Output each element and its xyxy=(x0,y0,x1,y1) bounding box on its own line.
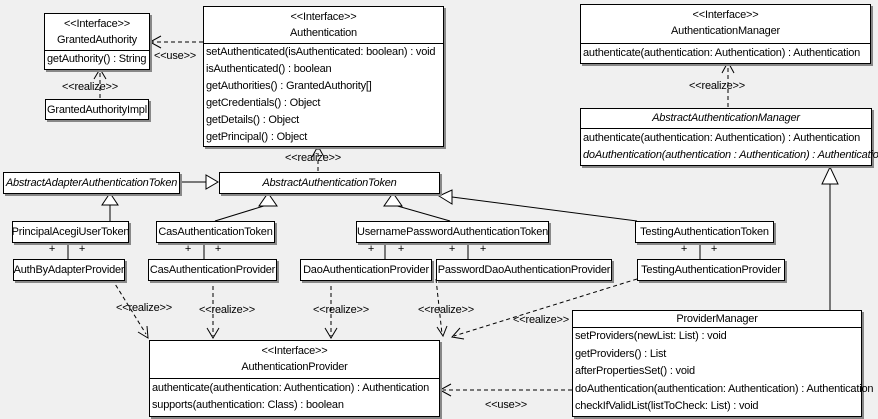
realize-edge-testingauthenticationprovider xyxy=(451,278,638,340)
realize-label: <<realize>> xyxy=(313,304,369,316)
class-principal-acegi-user-token[interactable]: PrincipalAcegiUserToken xyxy=(11,221,130,243)
method-row: doAuthentication(authentication : Authen… xyxy=(583,149,878,161)
class-abstract-authentication-manager[interactable]: AbstractAuthenticationManager authentica… xyxy=(580,108,878,166)
class-password-dao-authentication-provider[interactable]: PasswordDaoAuthenticationProvider xyxy=(436,259,612,281)
multiplicity-plus-label: + xyxy=(680,243,688,255)
method-row: getDetails() : Object xyxy=(206,114,300,126)
realize-edge-passworddaoauthenticationprovider xyxy=(435,278,448,338)
realize-label: <<realize>> xyxy=(116,302,172,314)
realize-label: <<realize>> xyxy=(418,304,474,316)
class-name: CasAuthenticationProvider xyxy=(149,264,276,276)
realize-label: <<realize>> xyxy=(285,152,341,164)
class-header: <<Interface>> GrantedAuthority xyxy=(45,14,149,51)
method-row: checkIfValidList(listToCheck: List) : vo… xyxy=(575,400,759,412)
multiplicity-plus-label: + xyxy=(184,243,192,255)
class-dao-authentication-provider[interactable]: DaoAuthenticationProvider xyxy=(300,259,432,281)
method-row: supports(authentication: Class) : boolea… xyxy=(152,399,344,411)
class-name: AuthenticationManager xyxy=(671,25,780,37)
class-name: DaoAuthenticationProvider xyxy=(303,264,429,276)
stereotype-label: <<Interface>> xyxy=(64,18,130,30)
class-provider-manager[interactable]: ProviderManager setProviders(newList: Li… xyxy=(572,310,874,417)
class-cas-authentication-provider[interactable]: CasAuthenticationProvider xyxy=(148,259,277,281)
use-edge-providermanager-to-authenticationprovider xyxy=(438,383,572,397)
class-name: AbstractAdapterAuthenticationToken xyxy=(5,177,178,189)
class-abstract-adapter-authentication-token[interactable]: AbstractAdapterAuthenticationToken xyxy=(3,172,180,194)
generalization-principal-to-adapter xyxy=(101,192,119,221)
realize-label: <<realize>> xyxy=(513,314,569,326)
class-granted-authority-impl[interactable]: GrantedAuthorityImpl xyxy=(45,99,149,120)
multiplicity-plus-label: + xyxy=(397,243,405,255)
realize-edge-daoauthenticationprovider xyxy=(324,279,338,339)
generalization-providermanager-to-abstractmanager xyxy=(821,165,839,310)
class-auth-by-adapter-provider[interactable]: AuthByAdapterProvider xyxy=(13,259,125,281)
multiplicity-plus-label: + xyxy=(48,243,56,255)
use-label: <<use>> xyxy=(153,50,197,62)
class-header: <<Interface>> AuthenticationManager xyxy=(581,5,870,44)
class-name: TestingAuthenticationProvider xyxy=(641,264,781,276)
method-row: setProviders(newList: List) : void xyxy=(575,330,727,342)
generalization-adapter-to-abstracttoken xyxy=(178,174,219,190)
class-name: AbstractAuthenticationManager xyxy=(581,109,871,129)
method-row: getPrincipal() : Object xyxy=(206,131,308,143)
class-granted-authority[interactable]: <<Interface>> GrantedAuthority getAuthor… xyxy=(44,13,150,70)
multiplicity-plus-label: + xyxy=(479,243,487,255)
class-name: CasAuthenticationToken xyxy=(158,226,273,238)
use-label: <<use>> xyxy=(484,399,528,411)
multiplicity-plus-label: + xyxy=(214,243,222,255)
multiplicity-plus-label: + xyxy=(710,243,718,255)
stereotype-label: <<Interface>> xyxy=(261,345,328,357)
method-row: setAuthenticated(isAuthenticated: boolea… xyxy=(206,46,436,58)
class-authentication-manager[interactable]: <<Interface>> AuthenticationManager auth… xyxy=(580,4,871,64)
class-name: Authentication xyxy=(290,27,357,39)
realize-label: <<realize>> xyxy=(199,304,255,316)
class-name: TestingAuthenticationToken xyxy=(640,226,769,238)
method-row: isAuthenticated() : boolean xyxy=(206,63,332,75)
multiplicity-plus-label: + xyxy=(367,243,375,255)
method-row: authenticate(authentication: Authenticat… xyxy=(152,382,430,394)
generalization-testingtoken-to-abstracttoken xyxy=(437,189,638,222)
class-name: AuthenticationProvider xyxy=(241,361,348,373)
method-row: afterPropertiesSet() : void xyxy=(575,365,695,377)
method-row: doAuthentication(authentication: Authent… xyxy=(575,382,874,395)
class-testing-authentication-token[interactable]: TestingAuthenticationToken xyxy=(635,221,774,243)
class-authentication[interactable]: <<Interface>> Authentication setAuthenti… xyxy=(203,6,444,147)
class-name: AuthByAdapterProvider xyxy=(13,264,125,276)
class-name: UsernamePasswordAuthenticationToken xyxy=(356,226,549,238)
method-row: getAuthorities() : GrantedAuthority[] xyxy=(206,80,372,92)
realize-edge-authbyadapterprovider xyxy=(111,278,149,339)
class-name: GrantedAuthorityImpl xyxy=(47,103,147,116)
method-row: getAuthority() : String xyxy=(47,53,147,65)
realize-label: <<realize>> xyxy=(62,81,118,93)
realize-edge-casauthenticationprovider xyxy=(206,279,220,339)
multiplicity-plus-label: + xyxy=(448,243,456,255)
stereotype-label: <<Interface>> xyxy=(692,9,759,21)
method-row: authenticate(authentication: Authenticat… xyxy=(583,132,861,144)
class-cas-authentication-token[interactable]: CasAuthenticationToken xyxy=(156,221,275,243)
method-row: authenticate(authentication: Authenticat… xyxy=(583,47,861,59)
method-row: getCredentials() : Object xyxy=(206,97,321,109)
class-header: <<Interface>> AuthenticationProvider xyxy=(150,341,439,379)
realize-label: <<realize>> xyxy=(689,80,745,92)
multiplicity-plus-label: + xyxy=(78,243,86,255)
class-name: GrantedAuthority xyxy=(57,34,137,46)
class-name: ProviderManager xyxy=(573,311,861,328)
class-name: AbstractAuthenticationToken xyxy=(262,177,397,189)
class-header: <<Interface>> Authentication xyxy=(204,7,443,44)
class-authentication-provider[interactable]: <<Interface>> AuthenticationProvider aut… xyxy=(149,340,440,417)
class-name: PasswordDaoAuthenticationProvider xyxy=(437,264,611,276)
use-edge-authentication-to-grantedauthority xyxy=(148,35,203,49)
generalization-usernametoken-to-abstracttoken xyxy=(383,192,451,222)
generalization-castoken-to-abstracttoken xyxy=(214,192,278,222)
class-username-password-authentication-token[interactable]: UsernamePasswordAuthenticationToken xyxy=(356,221,549,243)
class-name: PrincipalAcegiUserToken xyxy=(11,226,130,238)
stereotype-label: <<Interface>> xyxy=(290,11,357,23)
class-abstract-authentication-token[interactable]: AbstractAuthenticationToken xyxy=(219,172,440,194)
method-row: getProviders() : List xyxy=(575,347,667,360)
class-testing-authentication-provider[interactable]: TestingAuthenticationProvider xyxy=(637,259,785,281)
